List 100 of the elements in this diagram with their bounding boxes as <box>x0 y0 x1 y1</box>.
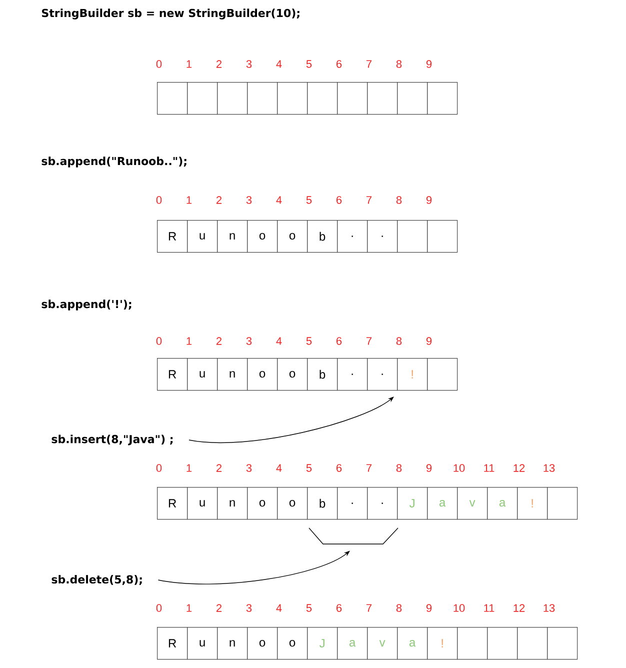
letter-cell: o <box>277 358 308 391</box>
index-number: 9 <box>426 604 432 612</box>
index-number: 0 <box>156 196 162 204</box>
index-number: 13 <box>544 604 555 612</box>
code-line: StringBuilder sb = new StringBuilder(10); <box>42 8 300 20</box>
index-number: 7 <box>366 464 372 472</box>
index-number: 6 <box>336 196 342 204</box>
empty-cell <box>547 487 578 520</box>
letter-cell: ! <box>427 627 458 660</box>
letter-cell: ! <box>397 358 428 391</box>
index-number: 4 <box>276 60 282 68</box>
index-number: 7 <box>366 337 372 345</box>
index-number: 4 <box>276 337 282 345</box>
empty-cell <box>517 627 548 660</box>
code-line: sb.append('!'); <box>42 300 132 310</box>
letter-cell: a <box>337 627 368 660</box>
letter-cell: o <box>247 627 278 660</box>
index-number: 7 <box>366 604 372 612</box>
index-number: 11 <box>484 464 494 472</box>
letter-cell: . <box>367 487 398 520</box>
index-number: 5 <box>306 60 312 68</box>
index-number: 6 <box>336 464 342 472</box>
index-number: 10 <box>454 464 465 472</box>
letter-cell: . <box>337 487 368 520</box>
index-number: 1 <box>186 60 192 68</box>
index-number: 2 <box>216 196 222 204</box>
index-number: 3 <box>246 604 252 612</box>
index-number: 9 <box>426 196 432 204</box>
empty-cell <box>367 82 398 115</box>
letter-cell: a <box>487 487 518 520</box>
index-number: 9 <box>426 60 432 68</box>
index-number: 9 <box>426 464 432 472</box>
letter-cell: a <box>397 627 428 660</box>
index-number: 8 <box>396 604 402 612</box>
index-number: 0 <box>156 604 162 612</box>
empty-cell <box>427 358 458 391</box>
index-number: 0 <box>156 337 162 345</box>
letter-cell: . <box>367 358 398 391</box>
letter-cell: R <box>157 627 188 660</box>
index-number: 2 <box>216 60 222 68</box>
empty-cell <box>547 627 578 660</box>
letter-cell: J <box>307 627 338 660</box>
index-number: 8 <box>396 60 402 68</box>
index-number: 2 <box>216 464 222 472</box>
letter-cell: J <box>397 487 428 520</box>
empty-cell <box>427 220 458 253</box>
index-number: 8 <box>396 196 402 204</box>
letter-cell: n <box>217 487 248 520</box>
index-number: 6 <box>336 337 342 345</box>
index-number: 4 <box>276 464 282 472</box>
letter-cell: b <box>307 220 338 253</box>
index-number: 2 <box>216 337 222 345</box>
index-number: 4 <box>276 604 282 612</box>
letter-cell: n <box>217 220 248 253</box>
index-number: 5 <box>306 196 312 204</box>
index-number: 8 <box>396 464 402 472</box>
letter-cell: b <box>307 487 338 520</box>
letter-cell: u <box>187 220 218 253</box>
empty-cell <box>247 82 278 115</box>
bracket <box>308 528 398 544</box>
letter-cell: ! <box>517 487 548 520</box>
curved-arrow <box>188 396 394 444</box>
letter-cell: o <box>277 487 308 520</box>
empty-cell <box>187 82 218 115</box>
letter-cell: o <box>277 220 308 253</box>
index-number: 3 <box>246 337 252 345</box>
index-number: 6 <box>336 604 342 612</box>
empty-cell <box>397 220 428 253</box>
letter-cell: . <box>337 358 368 391</box>
index-number: 1 <box>186 604 192 612</box>
letter-cell: v <box>367 627 398 660</box>
empty-cell <box>457 627 488 660</box>
empty-cell <box>217 82 248 115</box>
letter-cell: a <box>427 487 458 520</box>
letter-cell: o <box>247 220 278 253</box>
letter-cell: R <box>157 220 188 253</box>
letter-cell: u <box>187 358 218 391</box>
index-number: 5 <box>306 337 312 345</box>
index-number: 7 <box>366 196 372 204</box>
index-number: 1 <box>186 464 192 472</box>
index-number: 10 <box>454 604 465 612</box>
letter-cell: . <box>367 220 398 253</box>
letter-cell: o <box>247 487 278 520</box>
index-number: 3 <box>246 60 252 68</box>
index-number: 11 <box>484 604 494 612</box>
empty-cell <box>487 627 518 660</box>
code-line: sb.append("Runoob.."); <box>42 156 186 168</box>
code-line: sb.delete(5,8); <box>52 575 142 585</box>
index-number: 1 <box>186 196 192 204</box>
letter-cell: n <box>217 627 248 660</box>
letter-cell: u <box>187 487 218 520</box>
empty-cell <box>397 82 428 115</box>
letter-cell: n <box>217 358 248 391</box>
empty-cell <box>427 82 458 115</box>
index-number: 0 <box>156 60 162 68</box>
index-number: 8 <box>396 337 402 345</box>
index-number: 4 <box>276 196 282 204</box>
letter-cell: R <box>157 487 188 520</box>
letter-cell: o <box>277 627 308 660</box>
index-number: 13 <box>544 464 555 472</box>
